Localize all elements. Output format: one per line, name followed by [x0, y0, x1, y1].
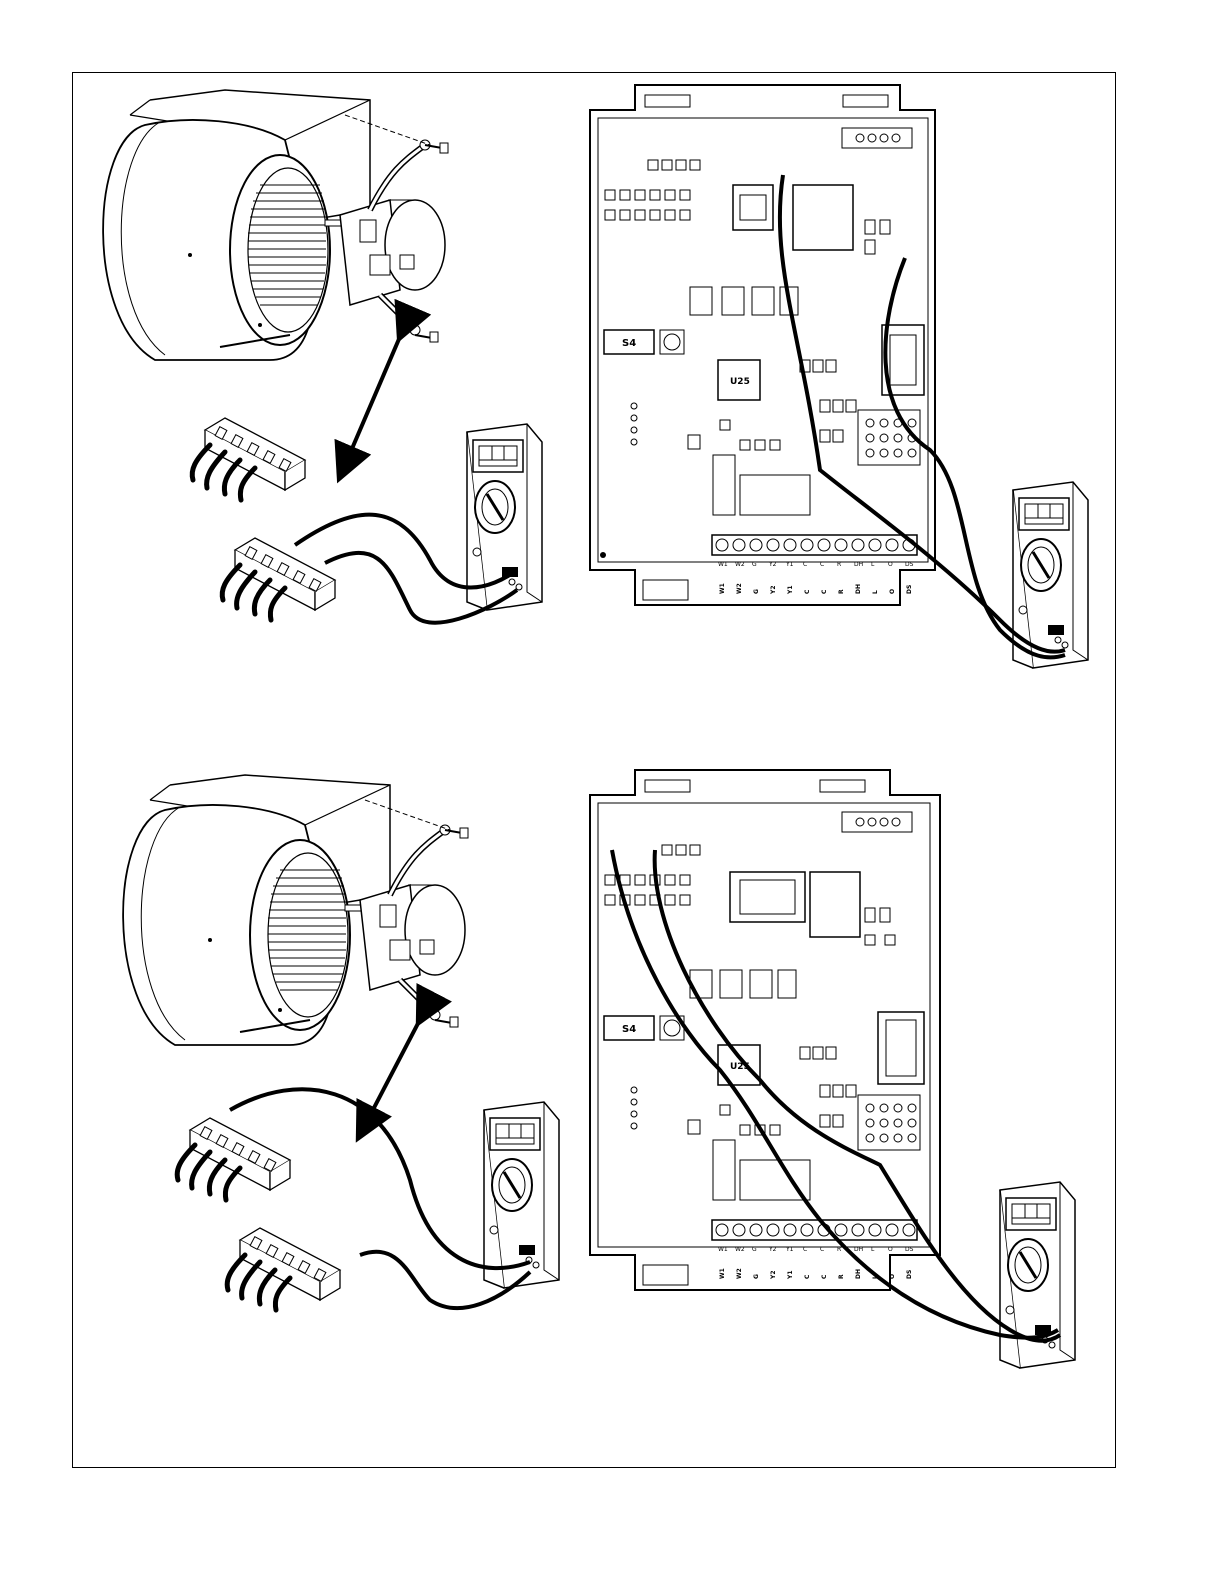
terminal-label: DS — [905, 1246, 914, 1253]
wire-label: O — [889, 589, 896, 594]
terminal-label: G — [752, 1246, 757, 1253]
multimeter-left-bottom — [484, 1102, 559, 1288]
wire-label: DS — [906, 1270, 913, 1279]
terminal-label: W2 — [735, 561, 745, 568]
wire-label: W1 — [719, 583, 726, 594]
wire-label: W1 — [719, 1268, 726, 1279]
switch-label-bottom: S4 — [622, 1024, 636, 1035]
blower-assembly-bottom — [123, 775, 468, 1045]
multimeter-left-top — [467, 424, 542, 610]
terminal-label: O — [888, 1246, 893, 1253]
terminal-label: Y2 — [768, 561, 777, 568]
terminal-label: R — [837, 1246, 841, 1253]
terminal-label: Y2 — [768, 1246, 777, 1253]
double-arrow-top — [345, 325, 405, 465]
connector-plug-top-a — [192, 418, 305, 500]
control-board-top: S4 U25 — [590, 85, 935, 605]
terminal-label: W1 — [718, 1246, 728, 1253]
terminal-label: W2 — [735, 1246, 745, 1253]
terminal-label: C — [820, 561, 824, 568]
terminal-label: R — [837, 561, 841, 568]
wire-label: O — [889, 1274, 896, 1279]
connector-plug-bottom-a — [177, 1118, 290, 1200]
terminal-label: G — [752, 561, 757, 568]
terminal-label: C — [820, 1246, 824, 1253]
terminal-label: DH — [854, 1246, 863, 1253]
wire-label: DS — [906, 585, 913, 594]
terminal-label: DH — [854, 561, 863, 568]
wire-label: DH — [855, 1269, 862, 1279]
control-board-bottom: S4 U25 — [590, 770, 940, 1290]
wire-label: Y2 — [770, 1270, 777, 1280]
double-arrow-bottom — [365, 1010, 425, 1125]
wire-label: R — [838, 589, 845, 594]
terminal-label: Y1 — [785, 1246, 794, 1253]
wire-label: Y1 — [787, 1270, 794, 1280]
wire-label: L — [872, 590, 879, 594]
wire-label: C — [804, 1274, 811, 1279]
wire-label: C — [821, 1274, 828, 1279]
terminal-label: DS — [905, 561, 914, 568]
wire-label: Y2 — [770, 585, 777, 595]
wire-label: Y1 — [787, 585, 794, 595]
wire-label: DH — [855, 584, 862, 594]
terminal-label: Y1 — [785, 561, 794, 568]
wire-label: R — [838, 1274, 845, 1279]
connector-plug-bottom-b — [227, 1228, 340, 1310]
switch-label-top: S4 — [622, 338, 636, 349]
wire-label: G — [753, 589, 760, 594]
wire-label: W2 — [736, 583, 743, 594]
blower-assembly-top — [103, 90, 448, 360]
wire-label: G — [753, 1274, 760, 1279]
chip-label-top: U25 — [730, 377, 750, 387]
wire-label: C — [804, 589, 811, 594]
terminal-label: W1 — [718, 561, 728, 568]
connector-plug-top-b — [222, 538, 335, 620]
terminal-label: C — [803, 1246, 807, 1253]
wire-label: C — [821, 589, 828, 594]
wire-label: W2 — [736, 1268, 743, 1279]
terminal-label: O — [888, 561, 893, 568]
terminal-label: C — [803, 561, 807, 568]
